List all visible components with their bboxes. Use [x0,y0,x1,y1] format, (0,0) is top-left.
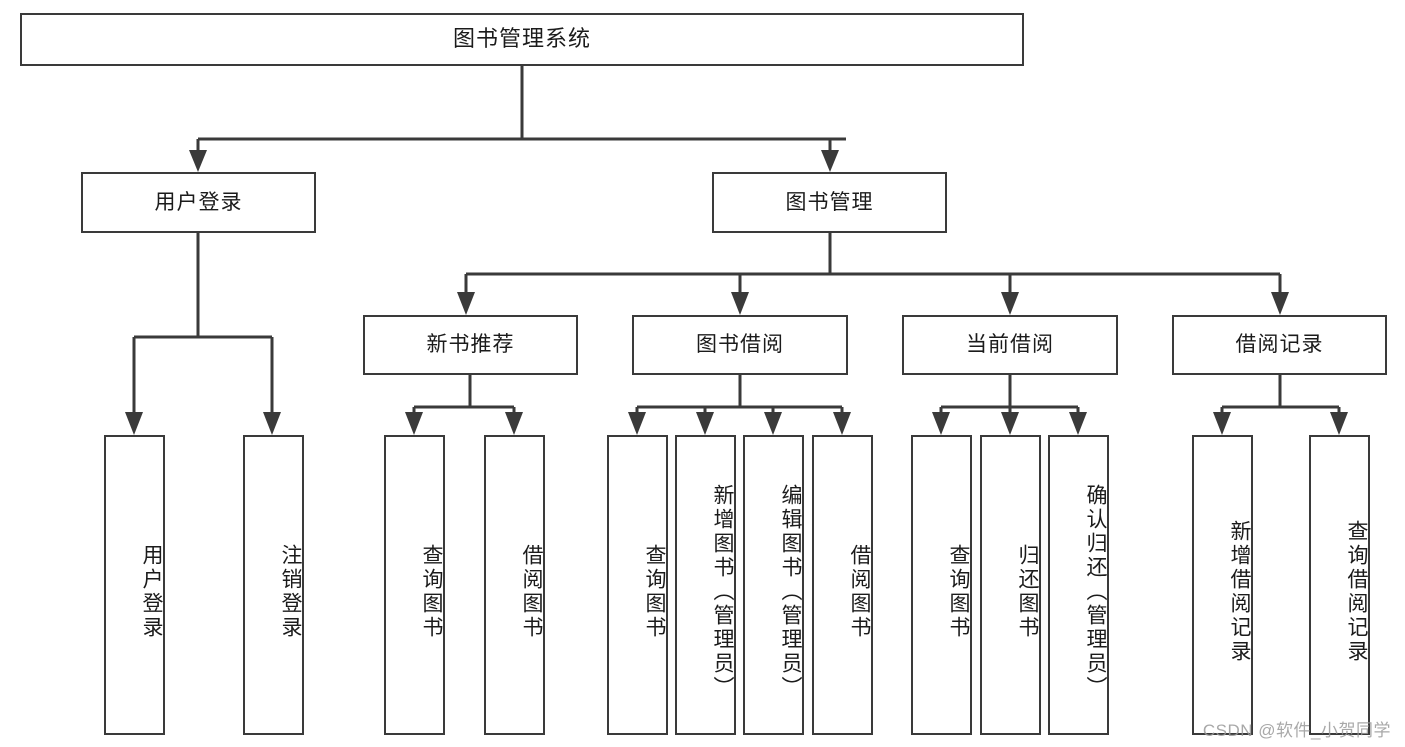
leaf-record-add-record[interactable]: 新增借阅记录 [1192,435,1253,735]
leaf-label: 归还图书 [1016,544,1039,640]
leaf-label: 编辑图书（管理员） [779,484,802,700]
leaf-user-login-login[interactable]: 用户登录 [104,435,165,735]
leaf-borrow-query-book[interactable]: 查询图书 [607,435,668,735]
leaf-borrow-add-book-admin[interactable]: 新增图书（管理员） [675,435,736,735]
node-current-borrow[interactable]: 当前借阅 [902,315,1118,375]
leaf-label: 借阅图书 [848,544,871,640]
leaf-label: 查询图书 [643,544,666,640]
node-book-borrow[interactable]: 图书借阅 [632,315,848,375]
node-root-system[interactable]: 图书管理系统 [20,13,1024,66]
leaf-label: 查询图书 [947,544,970,640]
leaf-borrow-borrow-book[interactable]: 借阅图书 [812,435,873,735]
leaf-recommend-borrow-book[interactable]: 借阅图书 [484,435,545,735]
leaf-current-return-book[interactable]: 归还图书 [980,435,1041,735]
leaf-current-query-book[interactable]: 查询图书 [911,435,972,735]
node-new-book-recommend[interactable]: 新书推荐 [363,315,578,375]
leaf-label: 借阅图书 [520,544,543,640]
leaf-recommend-query-book[interactable]: 查询图书 [384,435,445,735]
leaf-label: 用户登录 [140,544,163,640]
leaf-record-query-record[interactable]: 查询借阅记录 [1309,435,1370,735]
leaf-label: 新增借阅记录 [1228,520,1251,664]
leaf-borrow-edit-book-admin[interactable]: 编辑图书（管理员） [743,435,804,735]
leaf-user-login-logout[interactable]: 注销登录 [243,435,304,735]
node-book-management[interactable]: 图书管理 [712,172,947,233]
leaf-label: 确认归还（管理员） [1084,484,1107,700]
leaf-label: 查询借阅记录 [1345,520,1368,664]
node-user-login[interactable]: 用户登录 [81,172,316,233]
leaf-label: 查询图书 [420,544,443,640]
watermark-text: CSDN @软件_小贺同学 [1202,721,1391,740]
node-borrow-record[interactable]: 借阅记录 [1172,315,1387,375]
leaf-current-confirm-return-admin[interactable]: 确认归还（管理员） [1048,435,1109,735]
leaf-label: 注销登录 [279,544,302,640]
leaf-label: 新增图书（管理员） [711,484,734,700]
